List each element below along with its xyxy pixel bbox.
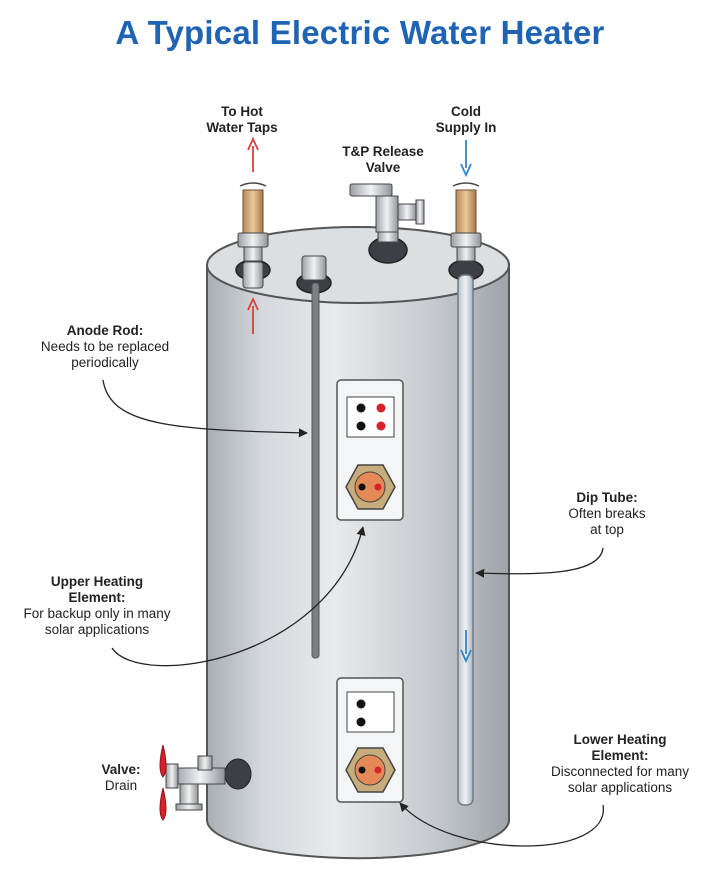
label-upper-element-body: For backup only in many solar applicatio… bbox=[23, 606, 171, 637]
cold-water-pipe bbox=[450, 182, 482, 262]
tank-body bbox=[206, 226, 510, 860]
cold-inner-arrow bbox=[460, 630, 472, 664]
label-drain-valve-heading: Valve: bbox=[101, 762, 141, 777]
label-anode-rod: Anode Rod: Needs to be replaced periodic… bbox=[20, 323, 190, 371]
hot-water-pipe bbox=[237, 182, 269, 262]
cold-flow-arrow bbox=[460, 140, 472, 178]
label-tp-valve-heading: T&P Release Valve bbox=[342, 144, 424, 175]
label-tp-valve: T&P Release Valve bbox=[328, 144, 438, 176]
hot-inner-arrow bbox=[247, 296, 259, 334]
label-dip-tube-body: Often breaks at top bbox=[568, 506, 646, 537]
label-drain-valve: Valve: Drain bbox=[86, 762, 156, 794]
label-anode-rod-heading: Anode Rod: bbox=[66, 323, 144, 338]
label-drain-valve-body: Drain bbox=[104, 778, 138, 793]
label-lower-element-body: Disconnected for many solar applications bbox=[550, 764, 690, 795]
label-lower-element: Lower Heating Element: Disconnected for … bbox=[530, 732, 710, 796]
dip-tube-leader bbox=[475, 547, 604, 578]
label-lower-element-heading: Lower Heating Element: bbox=[573, 732, 667, 763]
label-upper-element: Upper Heating Element: For backup only i… bbox=[6, 574, 188, 638]
hot-flow-arrow bbox=[247, 136, 259, 172]
lower-element-leader bbox=[399, 802, 604, 847]
label-dip-tube: Dip Tube: Often breaks at top bbox=[552, 490, 662, 538]
tp-release-valve bbox=[349, 183, 425, 243]
label-hot-outlet: To Hot Water Taps bbox=[192, 104, 292, 136]
upper-heating-element bbox=[336, 379, 404, 521]
upper-element-leader bbox=[111, 526, 366, 667]
label-upper-element-heading: Upper Heating Element: bbox=[50, 574, 144, 605]
label-cold-inlet-heading: Cold Supply In bbox=[435, 104, 497, 135]
label-anode-rod-body: Needs to be replaced periodically bbox=[40, 339, 170, 370]
dip-tube bbox=[457, 274, 474, 806]
label-dip-tube-heading: Dip Tube: bbox=[576, 490, 638, 505]
lower-heating-element bbox=[336, 677, 404, 803]
drain-valve bbox=[159, 744, 252, 821]
label-hot-outlet-heading: To Hot Water Taps bbox=[206, 104, 278, 135]
anode-leader bbox=[102, 379, 308, 438]
page-title: A Typical Electric Water Heater bbox=[115, 14, 605, 51]
anode-rod bbox=[311, 282, 320, 659]
label-cold-inlet: Cold Supply In bbox=[426, 104, 506, 136]
